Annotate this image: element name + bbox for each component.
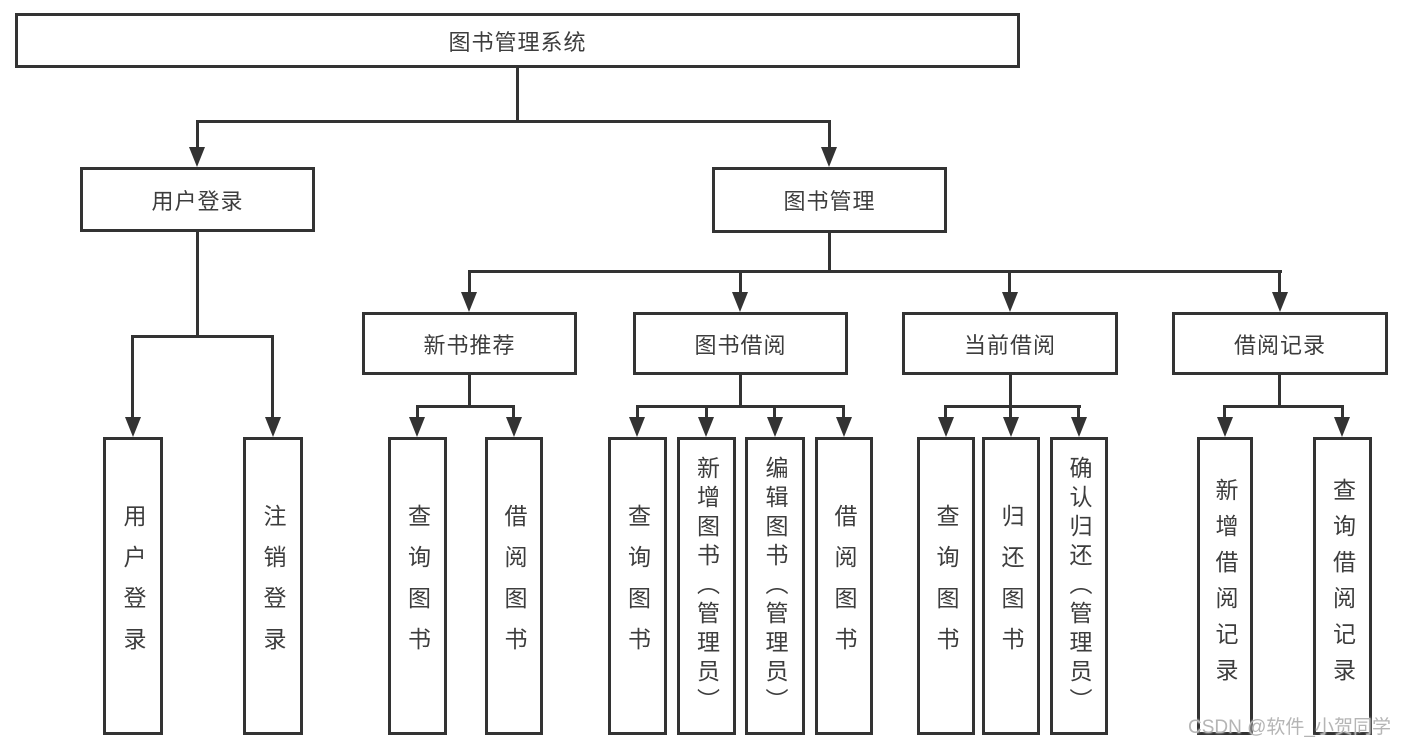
node-current-borrowing: 当前借阅 <box>902 312 1118 375</box>
node-cb-confirm-return: 确认归还（管理员） <box>1050 437 1108 735</box>
connector-br-drop <box>1278 375 1281 405</box>
arrow-down-icon <box>629 417 645 437</box>
node-bb-query-books: 查询图书 <box>608 437 667 735</box>
node-root: 图书管理系统 <box>15 13 1020 68</box>
node-borrowing-records: 借阅记录 <box>1172 312 1388 375</box>
arrow-down-icon <box>732 292 748 312</box>
node-user-login: 用户登录 <box>80 167 315 232</box>
arrow-down-icon <box>1003 417 1019 437</box>
connector-stub <box>512 405 515 419</box>
arrow-down-icon <box>836 417 852 437</box>
connector-stub <box>1278 270 1281 294</box>
connector-stub <box>842 405 845 419</box>
node-new-book-recommend: 新书推荐 <box>362 312 577 375</box>
node-nbr-borrow-books: 借阅图书 <box>485 437 543 735</box>
connector-stub <box>1341 405 1344 419</box>
arrow-down-icon <box>1272 292 1288 312</box>
node-user-login-leaf: 用户登录 <box>103 437 163 735</box>
arrow-down-icon <box>767 417 783 437</box>
connector-stub <box>416 405 419 419</box>
arrow-down-icon <box>1002 292 1018 312</box>
connector-user-login-drop <box>196 232 199 335</box>
node-nbr-query-books: 查询图书 <box>388 437 447 735</box>
connector-stub <box>636 405 639 419</box>
arrow-down-icon <box>938 417 954 437</box>
arrow-down-icon <box>698 417 714 437</box>
connector-stub <box>705 405 708 419</box>
connector-book-mgmt-span <box>468 270 1282 273</box>
connector-cb-span <box>944 405 1081 408</box>
connector-book-mgmt-drop <box>828 233 831 270</box>
connector-stub <box>131 335 134 419</box>
connector-stub <box>1223 405 1226 419</box>
node-cb-return-books: 归还图书 <box>982 437 1040 735</box>
csdn-watermark: CSDN @软件_小贺同学 <box>1188 717 1391 738</box>
connector-stub <box>944 405 947 419</box>
connector-stub <box>196 120 199 149</box>
connector-cb-drop <box>1009 375 1012 405</box>
connector-stub <box>1008 270 1011 294</box>
arrow-down-icon <box>821 147 837 167</box>
node-br-query-record: 查询借阅记录 <box>1313 437 1372 735</box>
connector-stub <box>739 270 742 294</box>
node-cb-query-books: 查询图书 <box>917 437 975 735</box>
connector-stub <box>773 405 776 419</box>
connector-user-login-span <box>131 335 274 338</box>
arrow-down-icon <box>1217 417 1233 437</box>
connector-stub <box>1009 405 1012 419</box>
connector-stub <box>271 335 274 419</box>
node-book-borrowing: 图书借阅 <box>633 312 848 375</box>
connector-br-span <box>1223 405 1344 408</box>
connector-stub <box>1077 405 1080 419</box>
node-bb-edit-books: 编辑图书（管理员） <box>745 437 805 735</box>
connector-bb-drop <box>739 375 742 405</box>
connector-bb-span <box>636 405 845 408</box>
connector-root-span <box>196 120 831 123</box>
connector-nbr-span <box>416 405 515 408</box>
arrow-down-icon <box>265 417 281 437</box>
node-book-management: 图书管理 <box>712 167 947 233</box>
arrow-down-icon <box>1334 417 1350 437</box>
arrow-down-icon <box>409 417 425 437</box>
node-logout-leaf: 注销登录 <box>243 437 303 735</box>
arrow-down-icon <box>506 417 522 437</box>
connector-nbr-drop <box>468 375 471 405</box>
node-br-add-record: 新增借阅记录 <box>1197 437 1253 735</box>
connector-stub <box>468 270 471 294</box>
arrow-down-icon <box>1071 417 1087 437</box>
node-bb-borrow-books: 借阅图书 <box>815 437 873 735</box>
arrow-down-icon <box>461 292 477 312</box>
node-bb-add-books: 新增图书（管理员） <box>677 437 736 735</box>
arrow-down-icon <box>189 147 205 167</box>
connector-root-drop <box>516 68 519 121</box>
arrow-down-icon <box>125 417 141 437</box>
connector-stub <box>828 120 831 149</box>
